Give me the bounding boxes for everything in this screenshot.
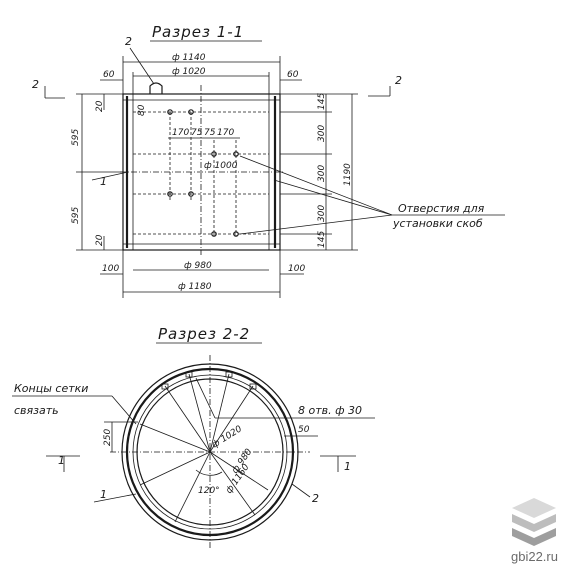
dim-right-300-c: 300 [317,205,327,222]
dim-50: 50 [298,425,310,435]
dim-height-top-left: 595 [71,129,81,146]
dim-diam-1020: ф 1020 [210,424,244,450]
top-dimensions [100,56,302,94]
note-holes-line1: Отверстия для [398,202,485,215]
callout-2-loop: 2 [125,35,132,48]
cut-mark-right-1: 1 [344,460,351,473]
note-holes-line2: установки скоб [392,217,483,230]
note-mesh-leader [111,395,137,425]
watermark-logo [512,498,556,546]
dim-75-b: 75 [204,128,216,138]
note-holes-leaders [239,155,393,235]
bottom-dimensions [100,250,304,298]
mounting-holes [167,109,239,237]
callout-1: 1 [100,175,107,188]
cut-mark-left-2: 2 [32,78,39,91]
dim-right-300-b: 300 [317,165,327,182]
section-2-title: Разрез 2-2 [158,325,250,343]
dim-top-offset: 20 [95,100,105,112]
dim-outer-top: ф 1140 [172,53,206,63]
dim-inner-top: ф 1020 [172,67,206,77]
note-8-holes-leader [195,377,216,419]
dim-inner-bottom: ф 980 [184,261,212,271]
dim-bottom-right: 100 [288,264,305,274]
dim-170-a: 170 [172,128,189,138]
watermark-site: gbi22.ru [511,549,558,564]
note-mesh-line1: Концы сетки [14,382,88,395]
dim-170-b: 170 [217,128,234,138]
dim-right-wall: 60 [287,70,299,80]
dim-outer-bottom: ф 1180 [178,282,212,292]
dim-80: 80 [137,104,147,116]
dim-inner-mid: ф 1000 [204,161,238,171]
dim-right-145-top: 145 [317,93,327,110]
dim-250: 250 [103,429,113,446]
note-8-holes: 8 отв. ф 30 [298,404,362,417]
note-mesh-line2: связать [14,404,59,417]
dim-bottom-offset: 20 [95,234,105,246]
callout-1-section-2: 1 [100,488,107,501]
dim-right-300-a: 300 [317,125,327,142]
ring-plan-view [110,355,310,550]
angle-arc [195,469,223,476]
ring-section-body [120,85,283,255]
section-1-title: Разрез 1-1 [152,23,244,41]
right-dimensions [280,93,358,251]
dim-75-a: 75 [191,128,203,138]
lifting-loop [149,82,163,94]
left-dimensions [76,93,123,251]
dim-bottom-left: 100 [102,264,119,274]
dim-right-145-bottom: 145 [317,231,327,248]
cut-mark-left-1: 1 [58,454,65,467]
cut-mark-right-2: 2 [395,74,402,87]
dim-left-wall: 60 [103,70,115,80]
callout-2-section-2: 2 [312,492,319,505]
dim-angle: 120° [198,486,220,496]
dim-total-height: 1190 [343,163,353,186]
dim-height-bottom-left: 595 [71,207,81,224]
